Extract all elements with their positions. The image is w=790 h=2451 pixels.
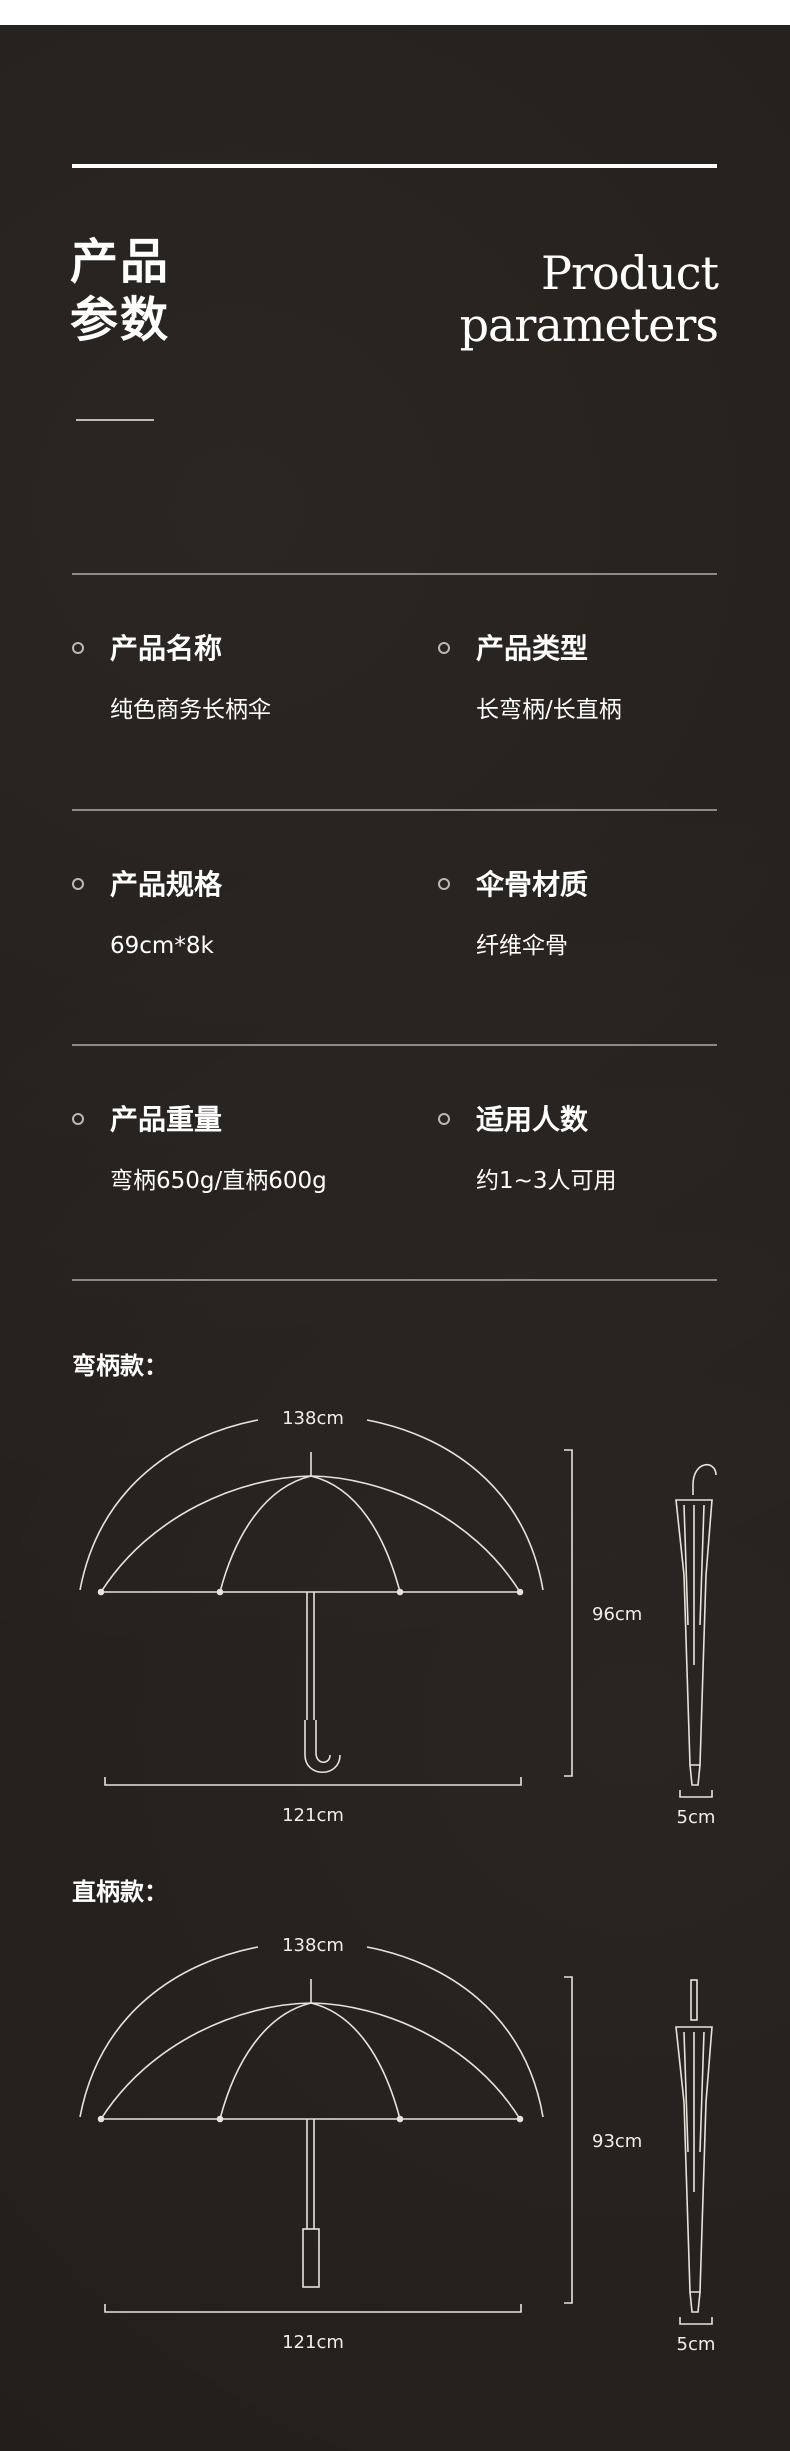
canopy-rib-right [310,1475,401,1593]
height-label: 96cm [592,1604,642,1625]
param-label: 产品重量 [110,1103,223,1136]
param-value: 弯柄650g/直柄600g [110,1168,327,1194]
param-value: 纯色商务长柄伞 [110,697,271,723]
outer-arc-left [79,1419,259,1591]
straight-handle-diagram: 138cm 121cm 93cm 5cm [0,1892,790,2362]
canopy-rib-left [219,1475,312,1593]
param-label: 伞骨材质 [476,868,589,901]
outer-arc-right [366,1419,544,1591]
outer-arc-left [79,1946,259,2118]
arc-width-label: 138cm [282,1935,344,1956]
param-value: 69cm*8k [110,933,214,959]
span-width-label: 121cm [282,2332,344,2353]
curved-handle-icon [304,1720,341,1773]
title-underline [76,419,154,421]
bullet-icon [72,642,84,654]
folded-umbrella-curved [692,1464,717,1486]
section-title-straight: 直柄款： [72,1878,168,1906]
bullet-icon [72,1113,84,1125]
canopy-outline [100,1475,521,1593]
separator-4 [72,1279,717,1281]
arc-width-label: 138cm [282,1408,344,1429]
curved-handle-diagram: 138cm 121cm 96cm [0,1365,790,1835]
separator-1 [72,573,717,575]
bullet-icon [438,878,450,890]
top-rule [72,164,717,168]
separator-2 [72,809,717,811]
straight-handle-icon [302,2228,320,2288]
title-cn-line-1: 产品 [70,234,171,290]
folded-width-label: 5cm [677,1807,716,1828]
height-label: 93cm [592,2131,642,2152]
bullet-icon [438,642,450,654]
page-title-cn: 产品 参数 [70,233,190,349]
folded-width-label: 5cm [677,2334,716,2355]
canopy-rib-right [310,2002,401,2120]
title-en-line-2: parameters [459,298,719,352]
title-en-line-1: Product [541,246,719,300]
canopy-rib-left [219,2002,312,2120]
param-value: 纤维伞骨 [476,933,568,959]
canopy-outline [100,2002,521,2120]
product-parameters-page: 产品 参数 Product parameters 产品名称 纯色商务长柄伞 产品… [0,25,790,2451]
bullet-icon [438,1113,450,1125]
span-width-label: 121cm [282,1805,344,1826]
folded-umbrella-straight [690,1979,698,2021]
separator-3 [72,1044,717,1046]
page-title-en: Product parameters [458,246,719,352]
param-label: 产品类型 [476,632,589,665]
outer-arc-right [366,1946,544,2118]
title-cn-line-2: 参数 [70,292,171,348]
section-title-curved: 弯柄款： [72,1352,168,1380]
param-value: 长弯柄/长直柄 [476,697,622,723]
param-label: 适用人数 [476,1103,589,1136]
param-value: 约1~3人可用 [476,1168,617,1194]
param-label: 产品规格 [110,868,223,901]
param-label: 产品名称 [110,632,223,665]
bullet-icon [72,878,84,890]
